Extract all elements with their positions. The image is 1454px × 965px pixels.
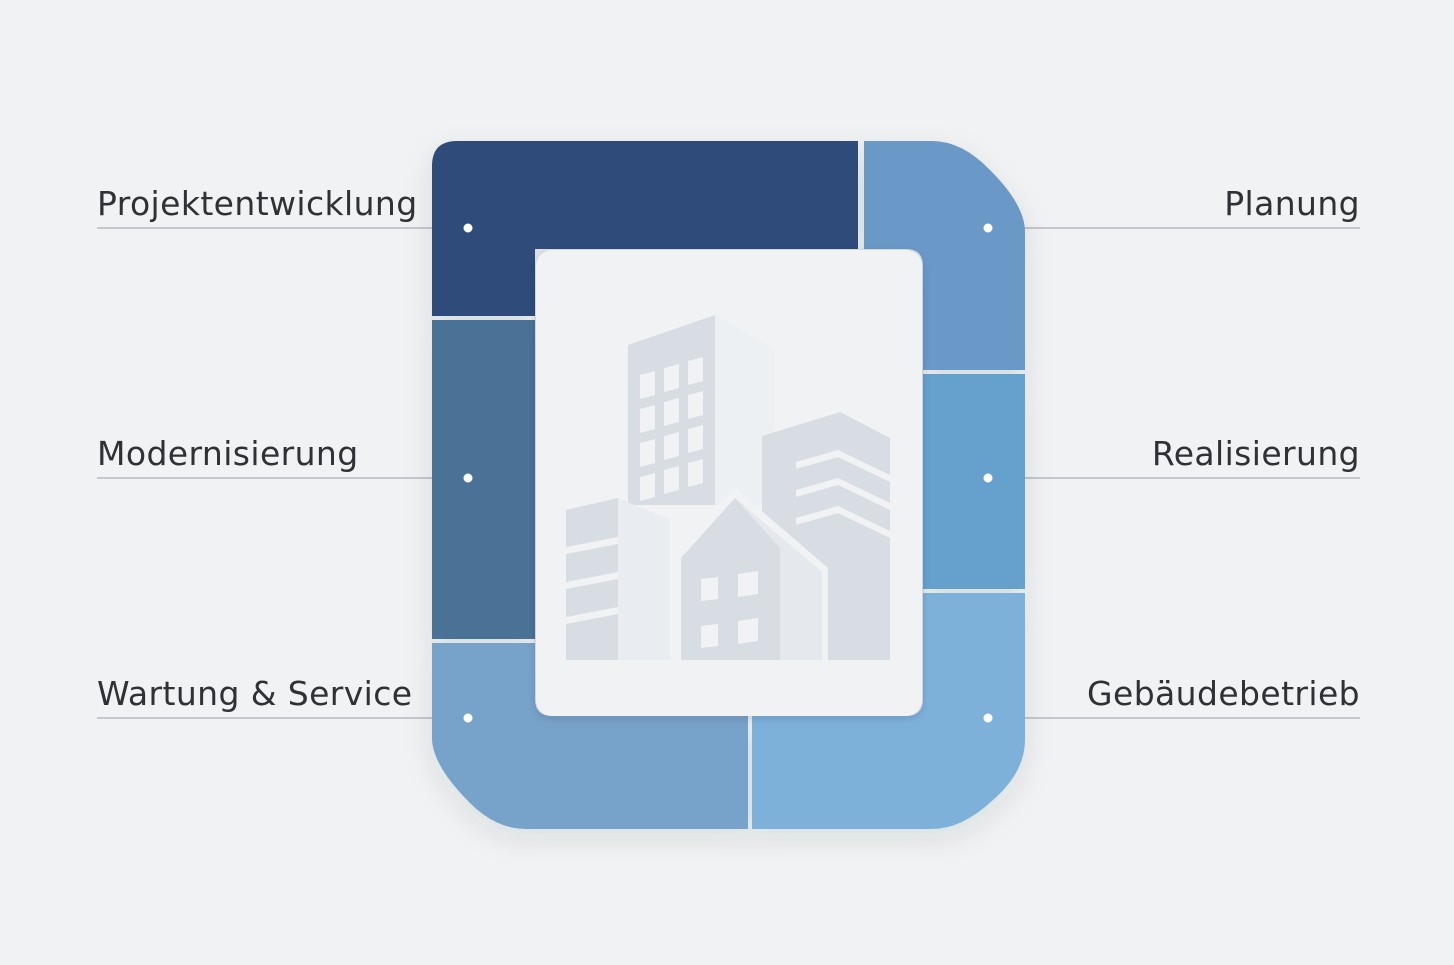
frame-segments: [432, 141, 1025, 829]
dot-gebaeudebetrieb: [983, 713, 993, 723]
connector-dots: [463, 223, 993, 723]
segment-projektentwicklung: [432, 141, 858, 316]
dot-planung: [983, 223, 993, 233]
label-wartung-service: Wartung & Service: [97, 674, 413, 713]
label-modernisierung: Modernisierung: [97, 434, 359, 473]
segment-planung: [864, 141, 1025, 370]
label-planung: Planung: [1224, 184, 1360, 223]
segment-gebaeudebetrieb: [752, 593, 1025, 829]
dot-projektentwicklung: [463, 223, 473, 233]
connector-lines: [97, 227, 1360, 719]
city-buildings-icon: [566, 315, 890, 665]
label-projektentwicklung: Projektentwicklung: [97, 184, 418, 223]
label-realisierung: Realisierung: [1151, 434, 1360, 473]
segment-modernisierung: [432, 320, 535, 639]
dot-realisierung: [983, 473, 993, 483]
segment-wartung-service: [432, 643, 748, 829]
label-gebaeudebetrieb: Gebäudebetrieb: [1087, 674, 1360, 713]
segment-realisierung: [923, 374, 1025, 589]
dot-modernisierung: [463, 473, 473, 483]
dot-wartung-service: [463, 713, 473, 723]
